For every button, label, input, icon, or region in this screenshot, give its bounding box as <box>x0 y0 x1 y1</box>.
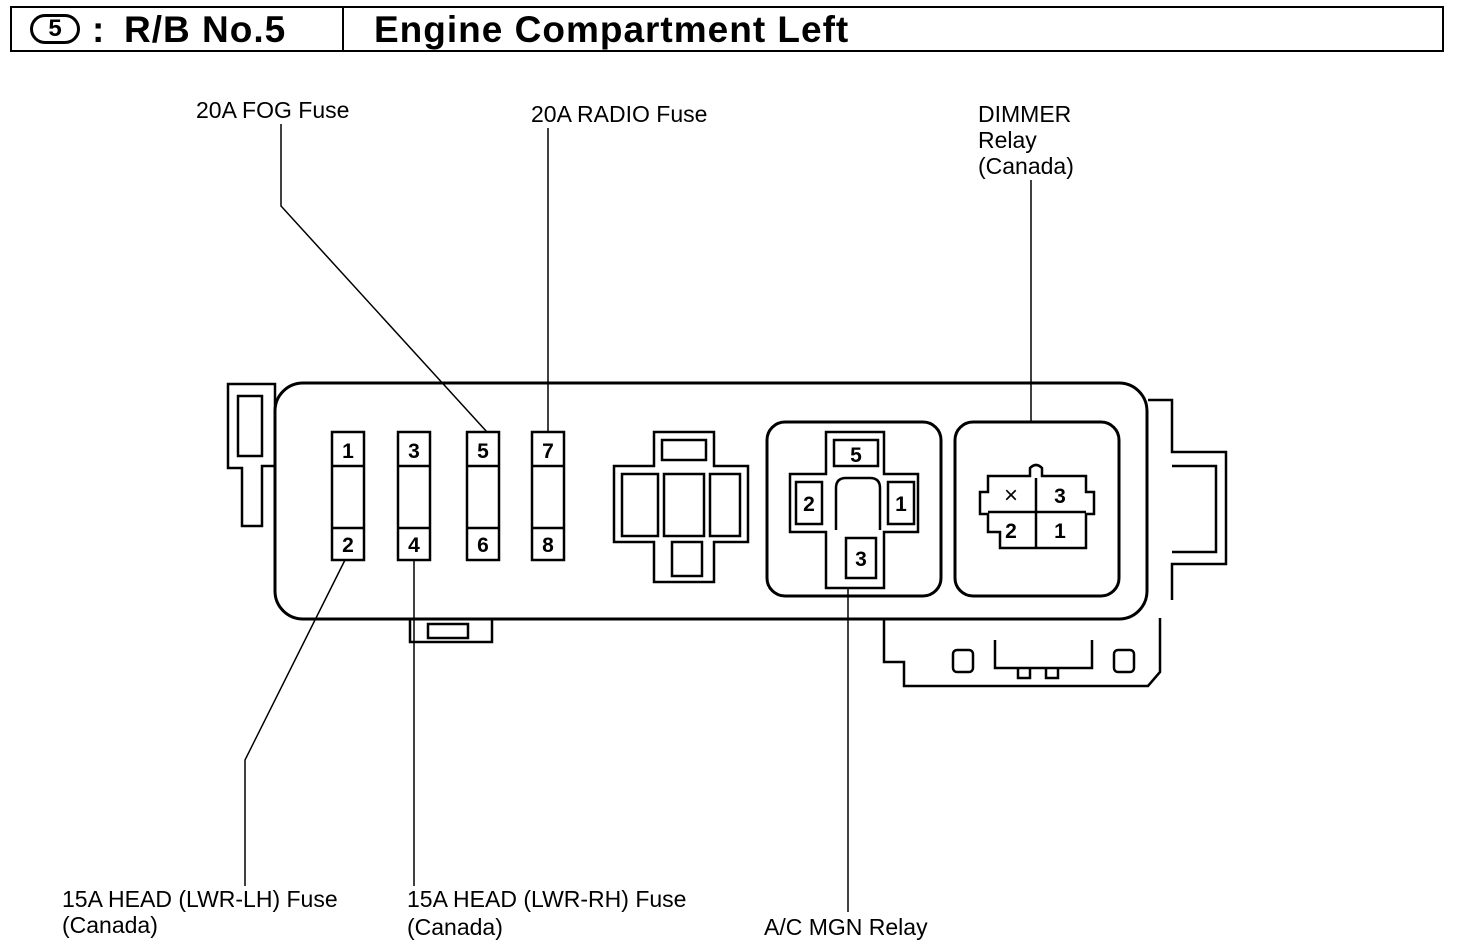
fuse-pin-8: 8 <box>542 534 554 557</box>
fuse-pin-6: 6 <box>477 534 489 557</box>
label-head-rh-line1: 15A HEAD (LWR-RH) Fuse <box>407 886 687 912</box>
dimmer-relay-pin-x: × <box>1004 482 1018 509</box>
fuse-1-2 <box>330 430 366 562</box>
fuse-pin-4: 4 <box>408 534 420 557</box>
ac-relay-pin-2: 2 <box>803 493 815 516</box>
fuse-pin-3: 3 <box>408 440 420 463</box>
label-head-rh-line2: (Canada) <box>407 914 503 940</box>
ac-relay-pin-1: 1 <box>895 493 907 516</box>
label-head-lh-line1: 15A HEAD (LWR-LH) Fuse <box>62 886 338 912</box>
bottom-tab-inner <box>426 622 470 640</box>
page-title: Engine Compartment Left <box>374 9 850 50</box>
leader-fog-fuse <box>280 124 488 433</box>
bottom-bracket <box>882 618 1162 688</box>
right-clip-inner <box>1172 464 1218 554</box>
label-fog-fuse: 20A FOG Fuse <box>196 97 350 123</box>
title-divider <box>342 8 344 50</box>
bracket-slot-left <box>951 648 975 674</box>
dimmer-relay-pin-2: 2 <box>1005 520 1017 543</box>
right-clip <box>1148 398 1228 600</box>
title-colon: : <box>92 9 106 50</box>
fuse-pin-5: 5 <box>477 440 489 463</box>
left-clip-inner <box>236 394 264 458</box>
ac-mgn-relay-frame <box>765 420 943 598</box>
socket-slot-top <box>660 438 708 462</box>
bracket-slot-right <box>1112 648 1136 674</box>
dimmer-relay-socket <box>978 463 1096 550</box>
label-radio-fuse: 20A RADIO Fuse <box>531 101 708 127</box>
relay-block-id: R/B No.5 <box>124 9 287 50</box>
ac-mgn-relay-socket <box>788 430 920 590</box>
fuse-pin-1: 1 <box>342 440 354 463</box>
ac-relay-pin-3: 3 <box>855 548 867 571</box>
bracket-tabs <box>1016 668 1060 680</box>
ac-relay-pin-5: 5 <box>850 444 862 467</box>
label-head-lh-line2: (Canada) <box>62 912 158 938</box>
label-ac-mgn-relay: A/C MGN Relay <box>764 914 928 940</box>
dimmer-relay-pin-3: 3 <box>1054 485 1066 508</box>
leader-head-lh-fuse <box>244 559 346 886</box>
fuse-pin-7: 7 <box>542 440 554 463</box>
bottom-tab <box>408 618 494 644</box>
dimmer-relay-frame <box>953 420 1121 598</box>
dimmer-relay-pin-1: 1 <box>1054 520 1066 543</box>
label-dimmer-line2: Relay <box>978 127 1037 153</box>
empty-relay-socket <box>612 430 750 584</box>
fuse-pin-2: 2 <box>342 534 354 557</box>
fuse-5-6 <box>465 430 501 562</box>
title-bar: 5 : R/B No.5 Engine Compartment Left <box>10 6 1444 52</box>
relay-block-body <box>273 381 1149 621</box>
relay-block-number-badge: 5 <box>30 14 80 44</box>
label-dimmer-line1: DIMMER <box>978 101 1072 127</box>
bracket-connector <box>993 640 1094 670</box>
label-dimmer-line3: (Canada) <box>978 153 1074 179</box>
